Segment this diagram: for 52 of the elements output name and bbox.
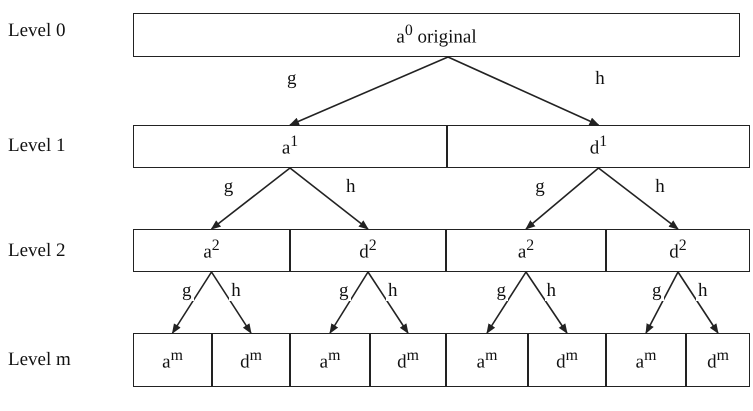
coefficient-label: d$^{m}$ <box>397 346 419 374</box>
coefficient-label: a$^{m}$ <box>162 346 183 374</box>
level-label: Level 1 <box>8 135 66 157</box>
edge-label: h <box>696 280 710 300</box>
level-box <box>133 229 290 272</box>
level-label: Level m <box>8 349 71 371</box>
arrow <box>486 272 527 334</box>
level-box <box>212 333 290 387</box>
arrow <box>645 272 679 334</box>
level-box <box>133 125 447 168</box>
coefficient-label: a$^{0}$ original <box>396 22 477 48</box>
level-box <box>528 333 606 387</box>
arrow <box>525 272 568 334</box>
arrow <box>677 272 719 334</box>
coefficient-label: d$^{2}$ <box>359 237 377 264</box>
arrow <box>289 56 448 126</box>
level-box <box>606 229 750 272</box>
level-box <box>446 229 606 272</box>
level-box <box>447 125 750 168</box>
arrow <box>525 167 600 230</box>
level-box <box>290 229 446 272</box>
edge-label: h <box>544 280 558 300</box>
arrow <box>329 272 369 334</box>
arrow <box>448 56 600 126</box>
coefficient-label: a$^{2}$ <box>203 237 220 264</box>
level-box <box>290 333 370 387</box>
coefficient-label: a$^{1}$ <box>282 133 298 160</box>
coefficient-label: d$^{2}$ <box>669 237 687 264</box>
arrow <box>210 272 252 334</box>
coefficient-label: a$^{m}$ <box>636 346 656 374</box>
edge-label: h <box>386 280 400 300</box>
level-box <box>370 333 446 387</box>
coefficient-label: d$^{1}$ <box>590 133 608 160</box>
coefficient-label: d$^{m}$ <box>707 346 729 374</box>
level-box <box>133 333 212 387</box>
level-label: Level 2 <box>8 240 66 262</box>
arrow <box>598 167 679 230</box>
arrow <box>172 272 212 334</box>
level-box <box>446 333 528 387</box>
level-box <box>133 13 740 57</box>
coefficient-label: a$^{2}$ <box>518 237 534 264</box>
level-box <box>606 333 686 387</box>
coefficient-label: a$^{m}$ <box>476 346 498 374</box>
level-box <box>686 333 750 387</box>
coefficient-label: a$^{m}$ <box>320 346 340 374</box>
arrow <box>290 167 369 230</box>
arrow <box>367 272 409 334</box>
edge-label: h <box>229 280 243 300</box>
arrow <box>210 167 290 230</box>
coefficient-label: d$^{m}$ <box>556 346 578 374</box>
level-label: Level 0 <box>8 20 66 42</box>
coefficient-label: d$^{m}$ <box>240 346 262 374</box>
